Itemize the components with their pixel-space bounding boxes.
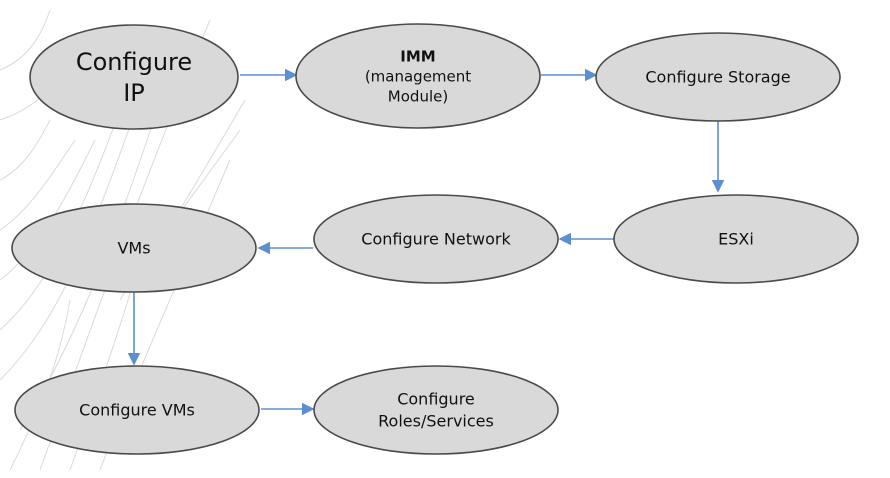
node-label-configure-storage-line-0: Configure Storage — [645, 68, 790, 87]
node-configure-vms: Configure VMs — [14, 365, 260, 455]
node-configure-storage: Configure Storage — [595, 32, 841, 122]
node-label-configure-roles-services-line-0: Configure — [397, 390, 475, 409]
diagram-nodes: ConfigureIPIMM(managementModule)Configur… — [11, 23, 859, 455]
node-label-imm-line-2: Module) — [388, 87, 448, 105]
node-label-imm-line-1: (management — [365, 67, 471, 85]
node-label-configure-roles-services-line-1: Roles/Services — [378, 412, 494, 431]
node-vms: VMs — [11, 203, 257, 293]
node-shape-configure-storage — [595, 32, 841, 122]
node-esxi: ESXi — [613, 194, 859, 284]
node-label-configure-network-line-0: Configure Network — [361, 230, 511, 249]
node-shape-configure-ip — [29, 24, 239, 130]
node-shape-configure-roles-services — [313, 365, 559, 455]
node-configure-network: Configure Network — [313, 194, 559, 284]
diagram-edges — [127, 68, 725, 416]
node-label-configure-ip-line-1: IP — [123, 79, 145, 107]
node-label-configure-ip-line-0: Configure — [76, 48, 192, 76]
node-label-configure-vms-line-0: Configure VMs — [79, 401, 195, 420]
node-label-imm-line-0: IMM — [400, 47, 435, 65]
node-shape-vms — [11, 203, 257, 293]
node-shape-esxi — [613, 194, 859, 284]
node-shape-imm — [295, 23, 541, 129]
node-label-vms-line-0: VMs — [117, 239, 150, 258]
node-shape-configure-vms — [14, 365, 260, 455]
node-shape-configure-network — [313, 194, 559, 284]
node-label-esxi-line-0: ESXi — [718, 230, 754, 249]
